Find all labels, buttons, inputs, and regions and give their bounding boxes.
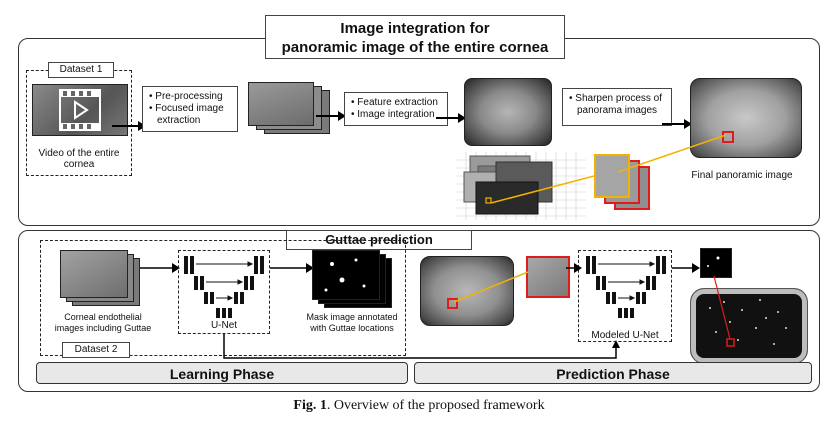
top-title-line2: panoramic image of the entire cornea [281,39,549,56]
unet-diagram [184,256,264,318]
arrow-sharpen-to-final [662,119,692,129]
feature-item-1: • Feature extraction [351,97,438,108]
final-panorama-image [690,78,802,158]
arrow-feature-to-panorama [436,113,466,123]
prediction-patch [526,256,570,298]
sharpen-item-2: panorama images [577,105,658,116]
figure-caption-prefix: Fig. 1 [293,398,327,413]
output-mask-speckles [709,299,787,347]
modeled-unet-diagram [586,256,666,318]
dataset2-label: Dataset 2 [62,342,130,358]
preprocess-item-1: • Pre-processing [149,91,223,102]
arrow-patch-to-modeled [566,263,582,273]
mask-caption-line1: Mask image annotated [306,312,398,322]
preprocess-box: • Pre-processing • Focused image extract… [142,86,238,132]
video-caption-line1: Video of the entire [38,148,120,159]
mosaic-grid [456,152,586,220]
unet-dashed-box [178,250,270,334]
output-patch-spots [707,256,720,267]
zoom-tile-1 [594,154,630,198]
prediction-phase-bar: Prediction Phase [414,362,812,384]
modeled-unet-dashed-box [578,250,672,342]
final-caption: Final panoramic image [691,170,793,181]
prediction-highlight [447,298,458,309]
modeled-unet-label: Modeled U-Net [591,330,659,341]
feature-item-2: • Image integration [351,109,435,120]
arrow-stack-to-feature [316,111,346,121]
arrow-corneal-to-unet [140,263,180,273]
corneal-stack-1 [60,250,128,298]
arrow-unet-to-mask [270,263,314,273]
film-play-icon [59,89,101,131]
video-caption: Video of the entire cornea [28,148,130,170]
learning-phase-bar: Learning Phase [36,362,408,384]
video-caption-line2: cornea [63,159,95,170]
mask-caption: Mask image annotated with Guttae locatio… [300,312,404,334]
arrow-modeled-to-output [672,263,700,273]
top-title: Image integration for panoramic image of… [265,15,565,59]
sharpen-box: • Sharpen process of panorama images [562,88,672,126]
mask-caption-line2: with Guttae locations [310,323,394,333]
corneal-caption-line2: images including Guttae [54,323,152,333]
raw-panorama-image [464,78,552,146]
corneal-caption: Corneal endothelial images including Gut… [48,312,158,334]
unet-label: U-Net [210,320,238,331]
feature-box: • Feature extraction • Image integration [344,92,448,126]
preprocess-item-3: extraction [157,115,201,126]
figure-caption: Fig. 1. Overview of the proposed framewo… [0,398,838,414]
mask-spots [324,258,366,292]
top-panel [18,38,820,226]
frame-stack-1 [248,82,314,126]
final-highlight-box [722,131,734,143]
figure-caption-text: . Overview of the proposed framework [326,398,545,413]
learning-dashed-box [40,240,406,356]
preprocess-item-2: • Focused image [149,103,224,114]
prediction-panorama [420,256,514,326]
top-title-line1: Image integration for [340,20,490,37]
corneal-caption-line1: Corneal endothelial [64,312,142,322]
sharpen-item-1: • Sharpen process of [569,93,662,104]
output-patch [700,248,732,278]
dataset1-label: Dataset 1 [48,62,114,78]
mask-stack-1 [312,250,380,300]
